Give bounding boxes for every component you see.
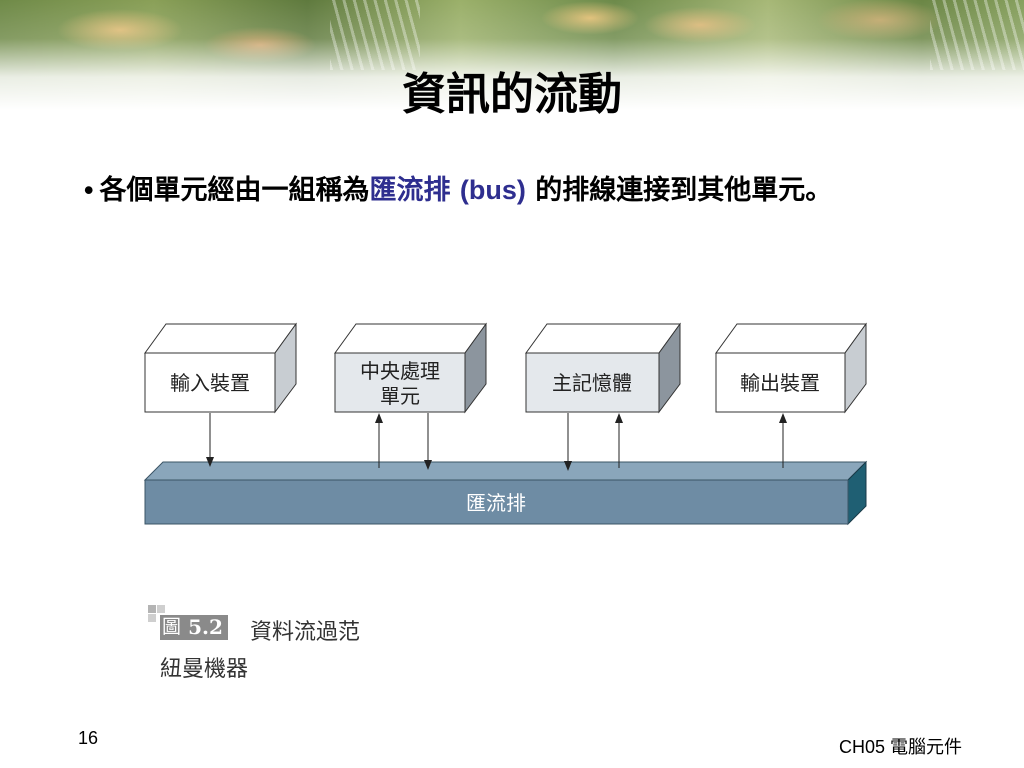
box-input-device: 輸入裝置: [144, 322, 297, 414]
page-number: 16: [78, 728, 99, 748]
figure-char: 圖: [160, 615, 183, 640]
figure-title: 資料流過范: [250, 620, 361, 645]
figure-source: 紐曼機器: [160, 657, 249, 682]
box-cpu-label-line1: 中央處理: [360, 359, 440, 383]
bullet-highlight: 匯流排: [369, 175, 451, 206]
bus-label: 匯流排: [466, 491, 526, 515]
bus-bar: 匯流排: [143, 460, 868, 526]
box-cpu: 中央處理 單元: [334, 322, 487, 414]
footer-chapter: CH05 電腦元件: [838, 737, 962, 757]
box-output-label: 輸出裝置: [740, 371, 820, 395]
box-main-memory: 主記憶體: [525, 322, 681, 414]
box-memory-label: 主記憶體: [552, 371, 632, 395]
figure-number: 5.2: [183, 615, 228, 640]
bullet-dot: •: [84, 175, 94, 205]
caption-decoration: [148, 614, 156, 622]
box-input-label: 輸入裝置: [170, 371, 250, 395]
caption-decoration: [148, 605, 156, 613]
bullet-text-before: 各個單元經由一組稱為: [99, 175, 370, 206]
bullet-highlight-en: (bus): [459, 175, 526, 205]
box-cpu-label-line2: 單元: [380, 384, 420, 408]
banner-fade: [0, 0, 1024, 110]
caption-decoration: [157, 605, 165, 613]
bullet-text-after: 的排線連接到其他單元。: [525, 175, 833, 206]
slide-title: 資訊的流動: [402, 69, 622, 120]
bullet-point: •各個單元經由一組稱為匯流排 (bus) 的排線連接到其他單元。: [84, 168, 944, 213]
box-output-device: 輸出裝置: [715, 322, 867, 414]
